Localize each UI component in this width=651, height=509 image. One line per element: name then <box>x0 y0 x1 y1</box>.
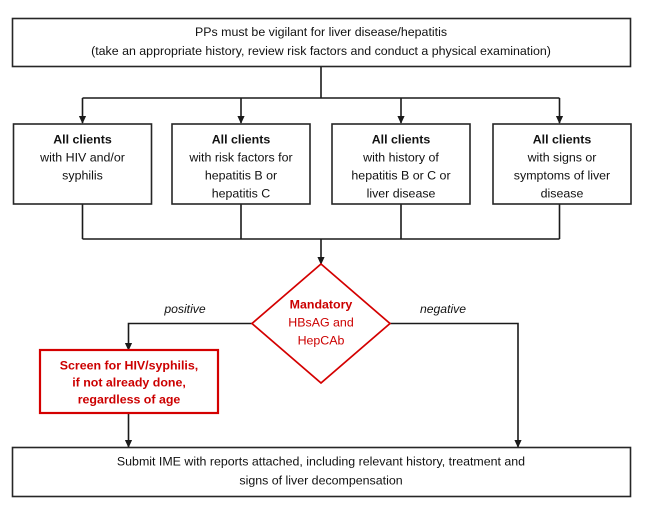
node-screen-line-1: Screen for HIV/syphilis, <box>60 358 198 372</box>
connector-decision-positive <box>124 322 252 351</box>
node-criteria-hiv-syphilis[interactable]: All clients with HIV and/or syphilis <box>12 123 153 205</box>
node-criteria-1-line-2: syphilis <box>62 168 103 182</box>
node-submit-ime[interactable]: Submit IME with reports attached, includ… <box>11 446 632 498</box>
node-criteria-2-line-1: with risk factors for <box>188 150 292 164</box>
node-criteria-3-box <box>331 123 471 205</box>
node-vigilance[interactable]: PPs must be vigilant for liver disease/h… <box>11 17 632 68</box>
node-criteria-1-box <box>12 123 153 205</box>
node-criteria-4-line-2: symptoms of liver <box>514 168 610 182</box>
node-criteria-3-line-2: hepatitis B or C or <box>351 168 450 182</box>
node-screen-hiv-syphilis[interactable]: Screen for HIV/syphilis, if not already … <box>38 348 220 415</box>
connector-decision-negative <box>390 322 522 448</box>
node-criteria-history[interactable]: All clients with history of hepatitis B … <box>331 123 471 205</box>
edge-label-negative: negative <box>420 302 466 316</box>
node-criteria-1-heading: All clients <box>53 132 112 146</box>
node-decision-line-1: HBsAG and <box>288 315 354 329</box>
node-criteria-4-heading: All clients <box>533 132 592 146</box>
node-screen-box <box>38 348 220 415</box>
node-criteria-4-line-3: disease <box>541 186 584 200</box>
node-criteria-3-line-3: liver disease <box>367 186 436 200</box>
node-vigilance-line-2: (take an appropriate history, review ris… <box>91 44 551 58</box>
node-criteria-signs[interactable]: All clients with signs or symptoms of li… <box>492 123 632 205</box>
node-criteria-2-heading: All clients <box>212 132 271 146</box>
node-submit-box <box>11 446 632 498</box>
node-mandatory-test[interactable]: Mandatory HBsAG and HepCAb <box>250 262 392 385</box>
connectors-group <box>78 66 564 448</box>
node-criteria-3-line-1: with history of <box>362 150 439 164</box>
node-decision-heading: Mandatory <box>290 297 353 311</box>
node-criteria-4-box <box>492 123 632 205</box>
node-criteria-risk-factors[interactable]: All clients with risk factors for hepati… <box>171 123 311 205</box>
node-criteria-3-heading: All clients <box>372 132 431 146</box>
node-vigilance-box <box>11 17 632 68</box>
node-criteria-2-line-2: hepatitis B or <box>205 168 277 182</box>
node-submit-line-1: Submit IME with reports attached, includ… <box>117 454 525 468</box>
node-screen-line-2: if not already done, <box>72 375 186 389</box>
node-screen-line-3: regardless of age <box>78 392 181 406</box>
node-vigilance-line-1: PPs must be vigilant for liver disease/h… <box>195 25 447 39</box>
edge-label-positive: positive <box>163 302 206 316</box>
node-criteria-2-box <box>171 123 311 205</box>
node-criteria-4-line-1: with signs or <box>527 150 597 164</box>
node-criteria-2-line-3: hepatitis C <box>212 186 271 200</box>
node-criteria-1-line-1: with HIV and/or <box>39 150 125 164</box>
node-submit-line-2: signs of liver decompensation <box>239 473 402 487</box>
node-decision-line-2: HepCAb <box>298 333 345 347</box>
node-decision-diamond <box>250 262 392 385</box>
